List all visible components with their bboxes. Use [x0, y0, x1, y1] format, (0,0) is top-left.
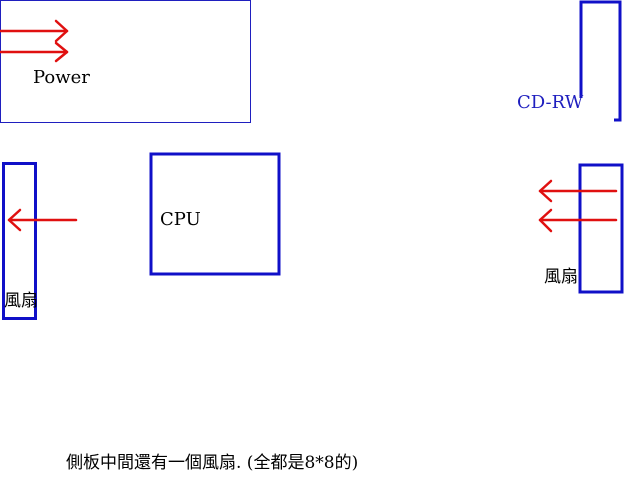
power-arrow-2: [0, 41, 69, 63]
power-supply-box: [0, 0, 251, 123]
cdrw-drive: CD-RW: [517, 0, 622, 122]
cpu: CPU: [149, 152, 281, 276]
right-fan-arrows: [538, 179, 618, 233]
cdrw-label: CD-RW: [517, 92, 584, 113]
power-arrow-1: [0, 19, 69, 43]
right-fan-box: [578, 163, 624, 294]
left-fan-arrow: [7, 208, 78, 232]
right-fan: 風扇: [538, 163, 624, 294]
caption: 側板中間還有一個風扇. (全都是8*8的): [66, 453, 358, 473]
power-supply: Power: [0, 0, 251, 123]
cdrw-bracket: [579, 0, 622, 122]
cpu-box: [149, 152, 281, 276]
power-arrows: [0, 19, 69, 63]
left-fan-box: [2, 162, 37, 320]
right-fan-label: 風扇: [544, 267, 578, 287]
left-fan-label: 風扇: [4, 291, 38, 311]
power-label: Power: [33, 67, 90, 88]
right-fan-arrow-1: [538, 179, 618, 203]
left-fan: 風扇: [2, 162, 78, 320]
cpu-label: CPU: [160, 209, 201, 230]
right-fan-arrow-2: [538, 208, 618, 233]
